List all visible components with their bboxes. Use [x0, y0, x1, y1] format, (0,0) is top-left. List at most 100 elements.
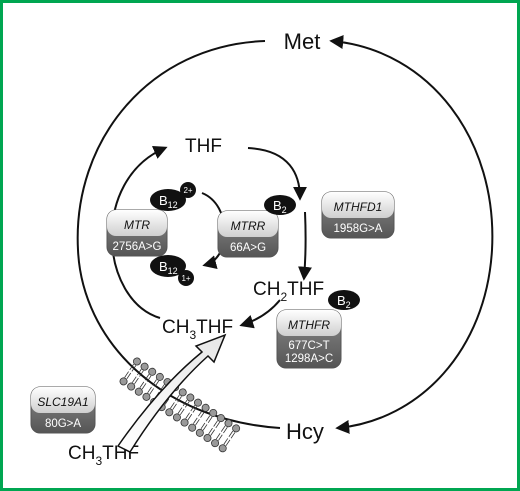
- gene-mtr: MTR 2756A>G: [106, 209, 168, 257]
- hcy-label: Hcy: [286, 419, 324, 444]
- gene-box-top: [322, 192, 394, 218]
- cofactor-b12-oxidized: B12 2+: [150, 182, 196, 211]
- lipid-head: [148, 367, 157, 376]
- ch2thf-label: CH2THF: [253, 279, 324, 304]
- cofactor-label: B12: [159, 259, 178, 276]
- gene-box-top: [31, 387, 95, 413]
- cofactor-label: B2: [273, 198, 287, 215]
- methionine-cycle: [76, 35, 494, 434]
- gene-box-top: [218, 211, 278, 237]
- lipid-head: [224, 419, 233, 428]
- gene-mthfd1: MTHFD1 1958G>A: [321, 191, 395, 239]
- gene-mthfr: MTHFR 677C>T 1298A>C: [276, 309, 342, 369]
- met-to-hcy-arc: [76, 40, 281, 429]
- lipid-head: [218, 444, 227, 453]
- lipid-head: [134, 387, 143, 396]
- gene-name: MTR: [124, 218, 150, 232]
- lipid-head: [155, 372, 164, 381]
- gene-variant-1: 677C>T: [288, 340, 329, 352]
- charge-label: 2+: [183, 186, 192, 195]
- gene-name: MTHFR: [288, 318, 330, 332]
- thf-label: THF: [185, 136, 222, 157]
- met-label: Met: [284, 29, 321, 54]
- lipid-head: [119, 377, 128, 386]
- cofactor-b2-mtrr: B2: [264, 195, 296, 215]
- lipid-tail: [215, 433, 223, 441]
- gene-variant-2: 1298A>C: [285, 353, 333, 365]
- lipid-head: [203, 433, 212, 442]
- transport-arrow: [116, 333, 227, 453]
- lipid-tail: [213, 420, 221, 429]
- lipid-head: [211, 439, 220, 448]
- gene-slc19a1: SLC19A1 80G>A: [30, 386, 96, 434]
- gene-box-top: [107, 210, 167, 236]
- lipid-head: [193, 398, 202, 407]
- lipid-head: [140, 362, 149, 371]
- gene-variant: 1958G>A: [334, 223, 383, 235]
- lipid-head: [132, 357, 141, 366]
- ch3thf-label-intracellular: CH3THF: [162, 317, 233, 342]
- gene-variant: 80G>A: [45, 418, 81, 430]
- lipid-tail: [223, 438, 231, 446]
- lipid-tail: [182, 399, 190, 408]
- lipid-tail: [124, 371, 132, 380]
- lipid-tail: [198, 410, 205, 418]
- gene-mtrr: MTRR 66A>G: [217, 210, 279, 258]
- lipid-tail: [137, 369, 144, 377]
- charge-badge: [178, 270, 194, 286]
- lipid-tail: [177, 407, 185, 416]
- cofactor-label: B12: [159, 193, 178, 210]
- lipid-head: [172, 413, 181, 422]
- charge-badge: [180, 182, 196, 198]
- lipid-tail: [185, 412, 193, 421]
- lipid-head: [201, 403, 210, 412]
- lipid-tail: [144, 374, 152, 382]
- cofactor-b12-reduced: B12 1+: [150, 255, 194, 286]
- lipid-head: [178, 388, 187, 397]
- lipid-head: [186, 393, 195, 402]
- lipid-head: [216, 414, 225, 423]
- gene-variant: 66A>G: [230, 242, 266, 254]
- cofactor-b2-mthfr: B2: [328, 290, 360, 310]
- lipid-head: [142, 392, 151, 401]
- hcy-to-met-arc: [329, 35, 494, 434]
- lipid-tail: [228, 430, 236, 439]
- lipid-bilayer: [119, 357, 241, 453]
- thf-to-ch2thf-arrow-2: [297, 211, 312, 281]
- cofactor-oval: [150, 189, 186, 211]
- gene-name: SLC19A1: [37, 395, 88, 409]
- lipid-head: [127, 382, 136, 391]
- thf-to-ch2thf-arrow-1: [247, 147, 307, 201]
- gene-variant: 2756A>G: [113, 241, 162, 253]
- lipid-tail: [132, 376, 139, 385]
- cofactor-oval: [150, 255, 186, 277]
- lipid-tail: [193, 417, 200, 426]
- lipid-tail: [129, 363, 137, 372]
- lipid-tail: [208, 427, 216, 436]
- charge-label: 1+: [181, 274, 190, 283]
- gene-name: MTRR: [231, 219, 266, 233]
- lipid-head: [188, 423, 197, 432]
- lipid-tail: [190, 405, 198, 413]
- cell-membrane: [119, 357, 241, 453]
- cofactor-oval: [264, 195, 296, 215]
- gene-box-top: [277, 310, 341, 336]
- lipid-tail: [147, 386, 154, 395]
- lipid-tail: [205, 415, 213, 424]
- cofactor-oval: [328, 290, 360, 310]
- lipid-head: [232, 424, 241, 433]
- lipid-tail: [152, 379, 160, 388]
- lipid-head: [195, 428, 204, 437]
- lipid-tail: [139, 381, 147, 390]
- lipid-head: [165, 408, 174, 417]
- gene-name: MTHFD1: [334, 200, 383, 214]
- lipid-tail: [175, 394, 182, 403]
- lipid-tail: [200, 422, 208, 431]
- lipid-tail: [170, 402, 177, 410]
- lipid-tail: [220, 425, 228, 434]
- lipid-head: [180, 418, 189, 427]
- lipid-head: [209, 408, 218, 417]
